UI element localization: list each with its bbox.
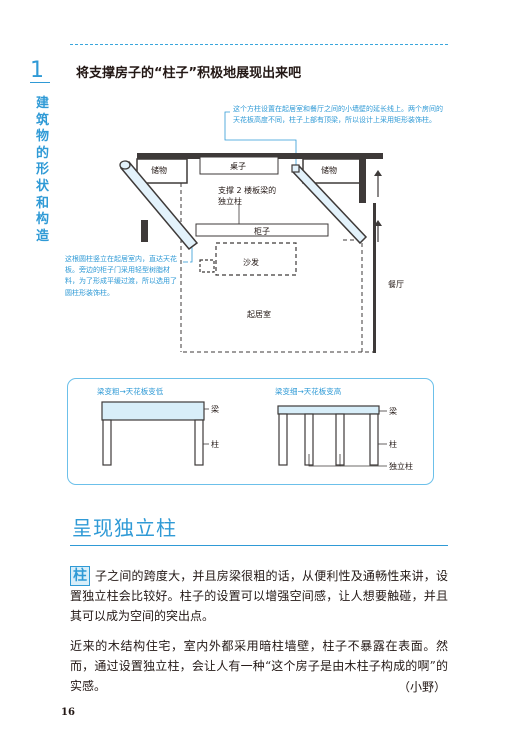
caption-thick-beam: 梁变粗→天花板变低	[97, 387, 164, 396]
arrow-up-1	[374, 170, 382, 176]
left-frame	[101, 401, 209, 466]
label-column-right: 柱	[389, 440, 397, 449]
label-storage-left: 储物	[151, 166, 167, 175]
label-cabinet: 柜子	[254, 227, 270, 236]
label-beam-left: 梁	[211, 405, 219, 414]
label-column-line2: 独立柱	[218, 197, 242, 206]
wall-stub	[359, 159, 366, 203]
caption-thin-beam: 梁变细→天花板变高	[275, 387, 342, 396]
label-standalone-column: 独立柱	[389, 462, 413, 471]
arrow-up-2	[374, 220, 382, 226]
right-wall	[373, 203, 376, 353]
left-wall-block	[141, 220, 148, 242]
table	[199, 156, 279, 175]
section-title: 将支撑房子的“柱子”积极地展现出来吧	[76, 66, 302, 81]
floor-plan-illustration	[119, 111, 383, 353]
section-heading: 呈现独立柱	[72, 516, 177, 540]
ottoman	[199, 259, 215, 273]
storage-left	[136, 158, 188, 184]
label-storage-right: 储物	[321, 166, 337, 175]
square-column-right	[291, 164, 368, 245]
top-dashed-rule	[70, 44, 448, 45]
note-top-pointer	[224, 111, 297, 170]
label-living: 起居室	[247, 310, 271, 319]
chapter-title-vertical: 建筑物的形状和构造	[36, 96, 50, 244]
paragraph-2: 近来的木结构住宅，室内外都采用暗柱墙壁，柱子不暴露在表面。然而，通过设置独立柱，…	[70, 639, 448, 693]
label-beam-right: 梁	[389, 407, 397, 416]
section-diagram	[101, 401, 387, 467]
note-square-column: 这个方柱设置在起居室和餐厅之间的小墙壁的延长线上。两个房间的天花板高度不同，柱子…	[233, 105, 443, 125]
storage-right	[302, 158, 363, 184]
note-left-pointer	[190, 244, 193, 263]
section-diagram-box	[67, 378, 434, 485]
round-column-left	[119, 160, 199, 251]
author-signature: （小野）	[398, 680, 447, 694]
page-number: 16	[61, 707, 75, 718]
chapter-number: 1	[30, 58, 44, 83]
label-sofa: 沙发	[243, 258, 259, 267]
heading-underline	[70, 545, 448, 546]
top-wall	[137, 153, 383, 159]
right-frame	[277, 405, 387, 467]
label-column-line1: 支撑 2 楼板梁的	[218, 186, 277, 195]
dropcap: 柱	[70, 566, 90, 586]
label-table: 桌子	[230, 162, 246, 171]
label-column-left: 柱	[211, 440, 219, 449]
cabinet	[195, 223, 329, 237]
note-round-column: 这根圆柱竖立在起居室内，直达天花板。旁边的柜子门采用轻型树脂材料，为了形成平缓过…	[65, 255, 177, 297]
paragraph-1: 子之间的跨度大，并且房梁很粗的话，从便利性及通畅性来讲，设置独立柱会比较好。柱子…	[70, 569, 448, 623]
label-dining: 餐厅	[388, 280, 404, 289]
chapter-number-underline	[30, 82, 50, 83]
